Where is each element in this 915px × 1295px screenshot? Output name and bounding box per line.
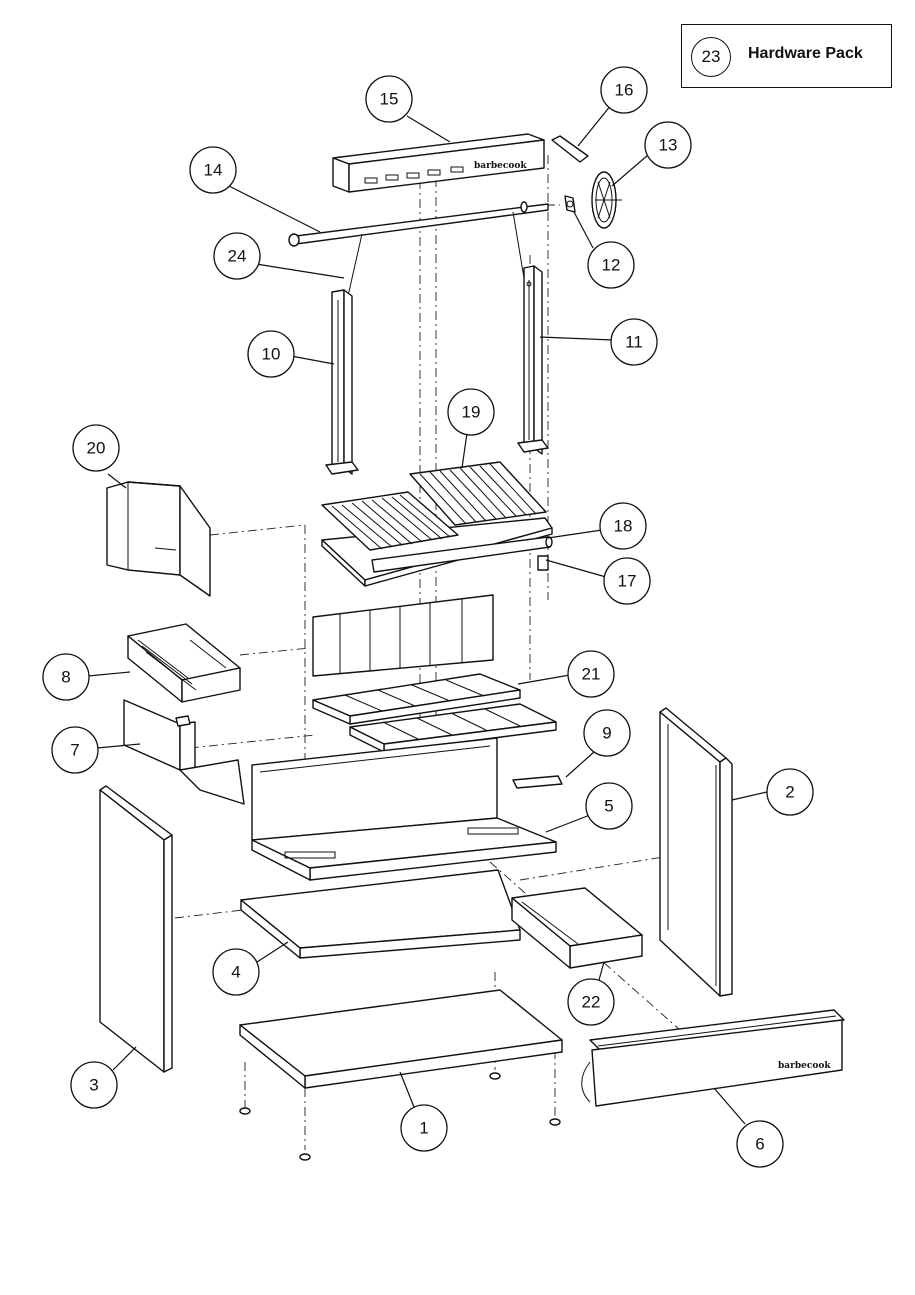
callout-17: 17 <box>603 557 651 605</box>
svg-text:16: 16 <box>615 81 634 100</box>
svg-text:14: 14 <box>204 161 223 180</box>
brand-logo-front: barbecook <box>778 1061 831 1071</box>
svg-text:10: 10 <box>262 345 281 364</box>
fire-bricks-lower <box>349 703 557 753</box>
callout-9: 9 <box>583 709 631 757</box>
left-upright <box>325 289 359 475</box>
svg-text:18: 18 <box>614 517 633 536</box>
callout-14: 14 <box>189 146 237 194</box>
callout-24: 24 <box>213 232 261 280</box>
callout-5: 5 <box>585 782 633 830</box>
callout-18: 18 <box>599 502 647 550</box>
grill-tube <box>371 536 553 573</box>
callout-21: 22 <box>567 978 615 1026</box>
small-bracket <box>551 135 589 163</box>
handle-wheel <box>591 171 622 229</box>
firebox-tray <box>251 737 557 881</box>
hardware-pack-label: Hardware Pack <box>748 45 863 62</box>
hardware-pack-legend: 23 Hardware Pack <box>681 24 892 88</box>
left-side-panel <box>99 785 173 1073</box>
leader-lines <box>87 104 768 1125</box>
grill-left <box>321 491 459 551</box>
svg-text:8: 8 <box>61 668 70 687</box>
callout-16: 16 <box>600 66 648 114</box>
svg-text:19: 19 <box>462 403 481 422</box>
callout-10: 10 <box>247 330 295 378</box>
svg-text:13: 13 <box>659 136 678 155</box>
callout-4: 4 <box>212 948 260 996</box>
spit-nut <box>564 195 576 213</box>
hardware-pack-callout: 23 <box>691 37 731 77</box>
callout-8: 8 <box>42 653 90 701</box>
right-side-panel <box>659 707 733 997</box>
svg-text:4: 4 <box>231 963 240 982</box>
svg-text:12: 12 <box>602 256 621 275</box>
side-shield <box>106 481 211 597</box>
spit-rod <box>288 201 549 247</box>
svg-text:3: 3 <box>89 1076 98 1095</box>
svg-text:15: 15 <box>380 90 399 109</box>
svg-text:7: 7 <box>70 741 79 760</box>
callout-11: 11 <box>610 318 658 366</box>
callout-22: 21 <box>567 650 615 698</box>
callout-12: 12 <box>587 241 635 289</box>
callout-2: 2 <box>766 768 814 816</box>
small-plate <box>512 775 563 789</box>
svg-text:24: 24 <box>228 247 247 266</box>
callout-19: 19 <box>447 388 495 436</box>
callout-3: 3 <box>70 1061 118 1109</box>
svg-text:2: 2 <box>785 783 794 802</box>
svg-text:5: 5 <box>604 797 613 816</box>
callout-13: 13 <box>644 121 692 169</box>
svg-text:1: 1 <box>419 1119 428 1138</box>
fire-back-panel <box>312 594 494 677</box>
svg-text:9: 9 <box>602 724 611 743</box>
svg-text:21: 21 <box>582 665 601 684</box>
svg-text:6: 6 <box>755 1135 764 1154</box>
svg-text:22: 22 <box>582 993 601 1012</box>
ash-drawer <box>511 887 643 969</box>
top-housing: barbecook <box>332 133 545 193</box>
svg-text:17: 17 <box>618 572 637 591</box>
callout-7: 7 <box>51 726 99 774</box>
callout-20: 20 <box>72 424 120 472</box>
brand-logo-top: barbecook <box>474 161 527 171</box>
fire-bricks-upper <box>312 673 521 725</box>
grill-right <box>409 461 547 526</box>
front-panel: barbecook <box>581 1009 845 1107</box>
callout-15: 15 <box>365 75 413 123</box>
callout-1: 1 <box>400 1104 448 1152</box>
right-upright <box>517 265 549 455</box>
base-plate <box>239 989 563 1161</box>
svg-text:11: 11 <box>625 333 643 352</box>
svg-text:20: 20 <box>87 439 106 458</box>
charcoal-basket <box>127 623 241 703</box>
angled-bracket <box>123 699 245 805</box>
callout-6: 6 <box>736 1120 784 1168</box>
